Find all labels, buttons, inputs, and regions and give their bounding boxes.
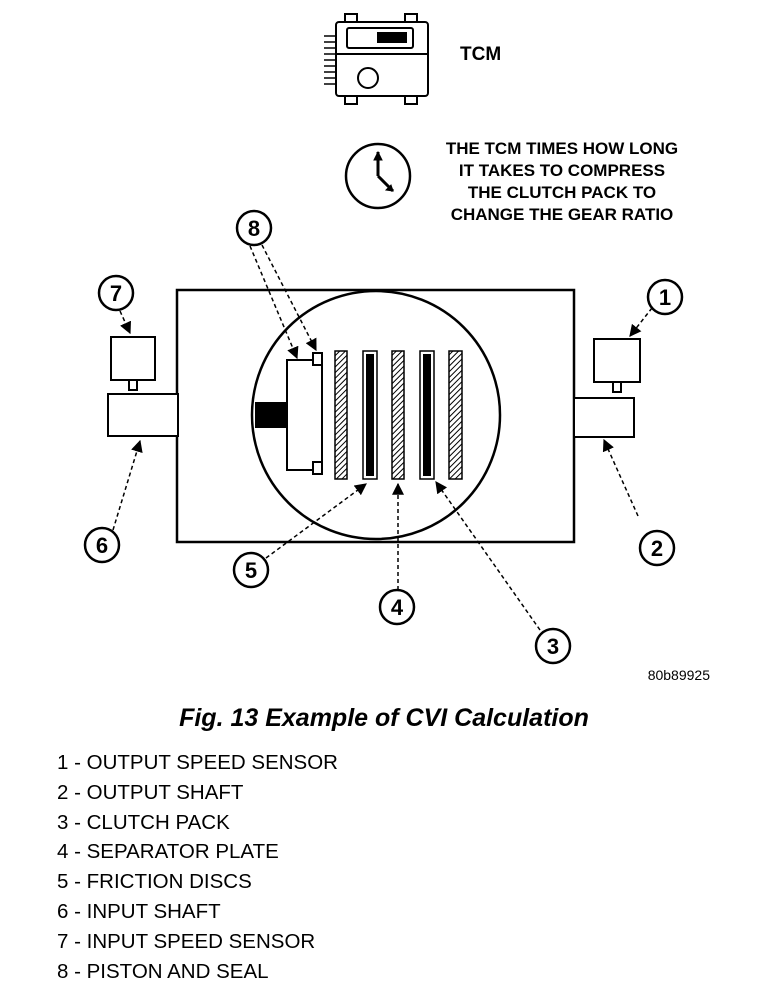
legend-item: 2 - OUTPUT SHAFT bbox=[57, 780, 244, 804]
tcm-label: TCM bbox=[460, 44, 501, 65]
tcm-note: THE TCM TIMES HOW LONG IT TAKES TO COMPR… bbox=[446, 139, 678, 224]
friction-disc bbox=[391, 350, 405, 480]
input-speed-sensor bbox=[110, 336, 156, 391]
callouts bbox=[83, 209, 684, 665]
leader-2 bbox=[602, 438, 639, 517]
note-line-4: CHANGE THE GEAR RATIO bbox=[451, 205, 674, 224]
legend-item: 1 - OUTPUT SPEED SENSOR bbox=[57, 751, 338, 774]
callout-4-number: 4 bbox=[391, 595, 404, 620]
callout-5-circle bbox=[232, 551, 270, 589]
callout-1-circle bbox=[646, 278, 684, 316]
callout-7-number: 7 bbox=[110, 281, 122, 306]
tcm-fins bbox=[324, 35, 336, 85]
legend-item: 8 - PISTON AND SEAL bbox=[57, 959, 269, 983]
cvi-diagram: TCM THE TCM TIMES HOW LONG IT TAKES TO C… bbox=[83, 13, 711, 683]
leader-1 bbox=[629, 307, 653, 337]
callout-5-number: 5 bbox=[245, 558, 257, 583]
leader-3 bbox=[435, 481, 541, 631]
callout-8-number: 8 bbox=[248, 216, 260, 241]
callout-4-circle bbox=[378, 588, 416, 626]
callout-3-number: 3 bbox=[547, 634, 559, 659]
leader-8a bbox=[249, 245, 299, 360]
callout-6-circle bbox=[83, 526, 121, 564]
output-speed-sensor bbox=[593, 338, 641, 393]
callout-2-circle bbox=[638, 529, 676, 567]
figure-caption: Fig. 13 Example of CVI Calculation bbox=[179, 704, 589, 732]
legend-item: 6 - INPUT SHAFT bbox=[57, 899, 221, 923]
piston-stem bbox=[255, 402, 287, 428]
legend-item: 5 - FRICTION DISCS bbox=[57, 870, 252, 894]
callout-8-circle bbox=[235, 209, 273, 247]
clock-icon bbox=[344, 142, 412, 210]
callout-1-number: 1 bbox=[659, 285, 671, 310]
output-shaft bbox=[573, 397, 635, 438]
callout-7-circle bbox=[97, 274, 135, 312]
callout-numbers: 1 2 3 4 5 6 7 8 bbox=[96, 216, 671, 659]
legend-item: 4 - SEPARATOR PLATE bbox=[57, 840, 279, 864]
callout-3-circle bbox=[534, 627, 572, 665]
legend: 1 - OUTPUT SPEED SENSOR 2 - OUTPUT SHAFT… bbox=[57, 748, 338, 986]
callout-6-number: 6 bbox=[96, 533, 108, 558]
friction-disc bbox=[334, 350, 348, 480]
clutch-pack bbox=[334, 350, 463, 480]
note-line-1: THE TCM TIMES HOW LONG bbox=[446, 139, 678, 158]
steel-plate-core bbox=[366, 354, 374, 476]
leader-6 bbox=[112, 439, 143, 531]
note-line-3: THE CLUTCH PACK TO bbox=[468, 183, 656, 202]
separator-plate-core bbox=[423, 354, 431, 476]
friction-disc bbox=[448, 350, 463, 480]
figure-code: 80b89925 bbox=[648, 667, 711, 683]
legend-item: 3 - CLUTCH PACK bbox=[57, 810, 230, 834]
input-shaft bbox=[107, 393, 179, 437]
leader-8b bbox=[261, 244, 317, 352]
leader-lines bbox=[112, 244, 653, 631]
tcm-module-icon bbox=[324, 13, 429, 105]
callout-2-number: 2 bbox=[651, 536, 663, 561]
leader-7 bbox=[119, 310, 131, 335]
piston bbox=[286, 352, 323, 475]
legend-item: 7 - INPUT SPEED SENSOR bbox=[57, 929, 316, 953]
note-line-2: IT TAKES TO COMPRESS bbox=[459, 161, 665, 180]
